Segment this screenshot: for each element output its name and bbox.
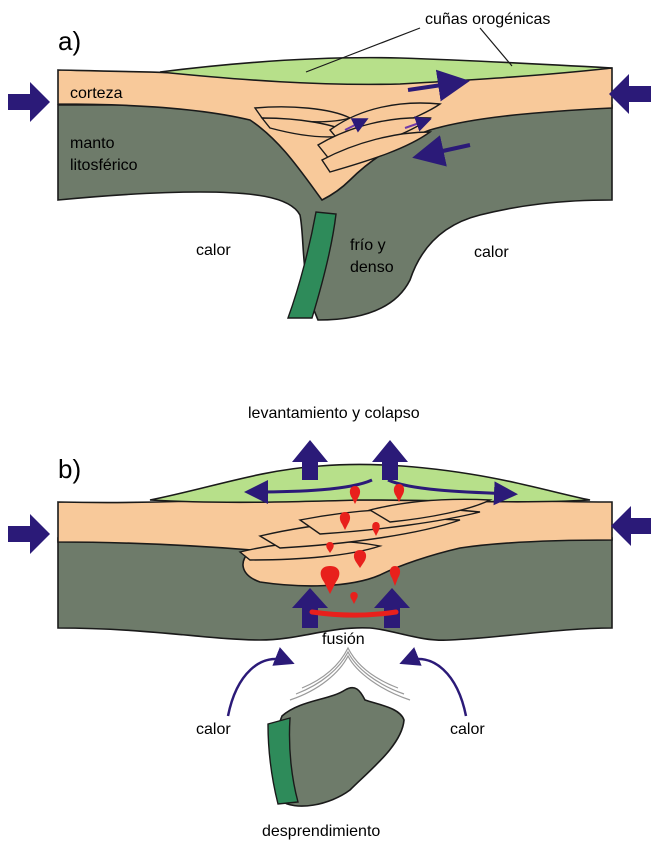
mantle-label-line2: litosférico	[70, 157, 138, 174]
left-compression-arrow-a	[8, 82, 50, 122]
heat-right-label-a: calor	[474, 244, 509, 261]
uplift-collapse-label: levantamiento y colapso	[248, 405, 420, 422]
heat-arrow-left	[228, 659, 290, 716]
detachment-label: desprendimiento	[262, 823, 380, 840]
melting-label: fusión	[322, 631, 365, 648]
cold-label-line1: frío y	[350, 237, 386, 254]
orogenic-wedge-b	[150, 464, 590, 502]
heat-arrow-right	[404, 659, 466, 716]
heat-left-label-a: calor	[196, 242, 231, 259]
panel-b-letter: b)	[58, 454, 81, 484]
heat-right-label-b: calor	[450, 721, 485, 738]
panel-a-letter: a)	[58, 26, 81, 56]
heat-left-label-b: calor	[196, 721, 231, 738]
leader-line-2	[480, 28, 512, 66]
orogenic-wedges-label: cuñas orogénicas	[425, 11, 550, 28]
left-compression-arrow-b	[8, 514, 50, 554]
panel-b: b) levantamiento y colapso	[8, 405, 651, 840]
mantle-label-line1: manto	[70, 135, 115, 152]
crust-label: corteza	[70, 85, 123, 102]
right-compression-arrow-b	[611, 506, 651, 546]
right-compression-arrow-a	[609, 74, 651, 114]
panel-a: a) cuñas orogénicas corteza m	[8, 11, 651, 320]
cold-label-line2: denso	[350, 259, 394, 276]
